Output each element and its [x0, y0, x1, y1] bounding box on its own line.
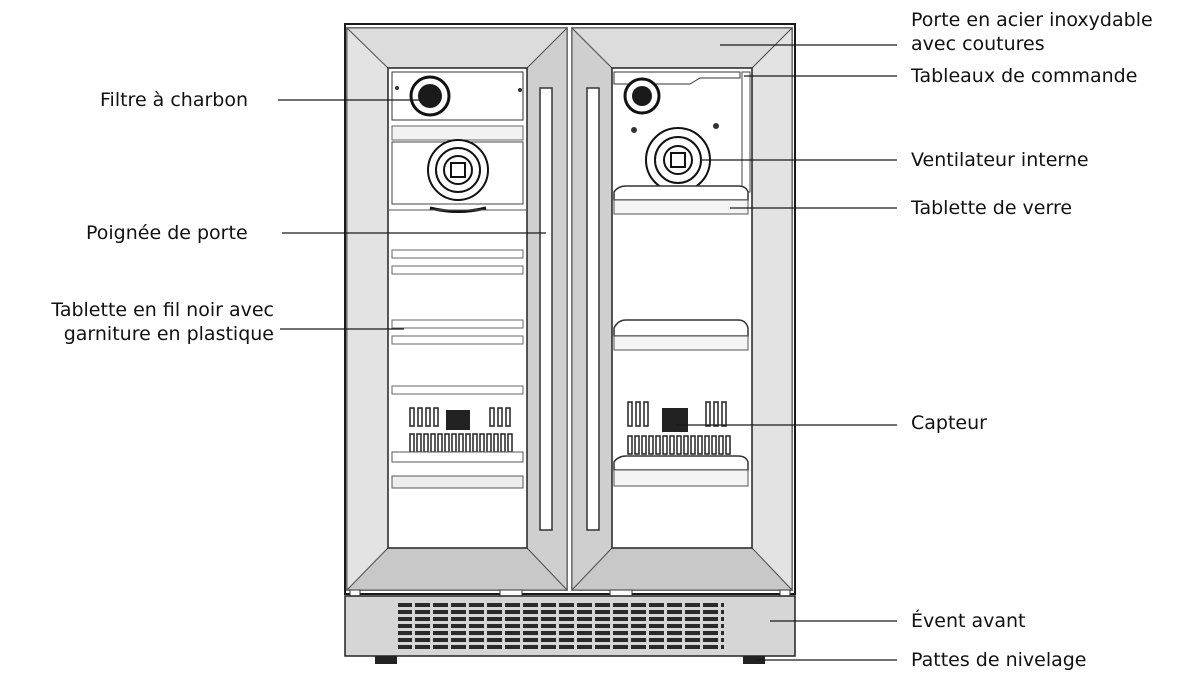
label-filtre-charbon: Filtre à charbon — [100, 89, 249, 111]
label-tablette-fil: Tablette en fil noir avec garniture en p… — [6, 298, 274, 346]
label-porte-acier-line2: avec coutures — [911, 33, 1045, 55]
label-tablette-fil-line2: garniture en plastique — [63, 323, 274, 345]
right-door — [570, 26, 794, 592]
label-pattes-nivelage: Pattes de nivelage — [911, 649, 1087, 671]
base-vent — [344, 595, 796, 664]
label-porte-acier-line1: Porte en acier inoxydable — [911, 9, 1153, 31]
label-event-avant: Évent avant — [911, 610, 1026, 632]
label-porte-acier: Porte en acier inoxydable avec coutures — [911, 8, 1153, 56]
label-capteur: Capteur — [911, 412, 987, 434]
label-ventilateur-interne: Ventilateur interne — [911, 149, 1089, 171]
label-tablette-verre: Tablette de verre — [911, 197, 1073, 219]
label-tablette-fil-line1: Tablette en fil noir avec — [51, 299, 274, 321]
label-poignee-porte: Poignée de porte — [86, 222, 248, 244]
leader-lines — [278, 44, 897, 661]
label-tableaux-commande: Tableaux de commande — [911, 65, 1138, 87]
left-door — [345, 26, 569, 592]
